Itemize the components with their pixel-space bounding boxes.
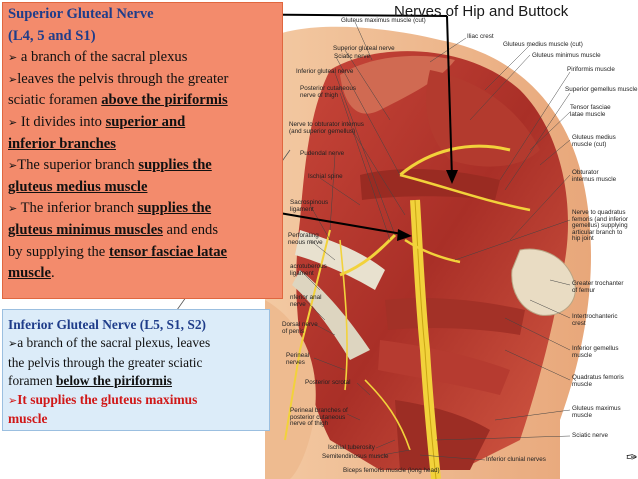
text-line: inferior branches <box>8 135 116 152</box>
label-sciatic-nerve-lower: Sciatic nerve <box>572 432 609 439</box>
label-ischial-tuberosity: Ischial tuberosity <box>328 444 375 451</box>
bullet-line: ➢leaves the pelvis through the greater <box>8 70 229 87</box>
label-gluteus-maximus-cut: Gluteus maximus muscle (cut) <box>341 17 426 24</box>
figure-title: Nerves of Hip and Buttock <box>394 3 569 20</box>
bullet-line: ➢The superior branch supplies the <box>8 157 212 174</box>
label-nerve-to-obturator-internus: Nerve to obturator internus(and superior… <box>289 121 364 135</box>
label-semitendinosus: Semitendinosus muscle <box>322 453 389 460</box>
arrow-bullet-icon: ➢ <box>8 202 18 216</box>
superior-gluteal-title: Superior Gluteal Nerve <box>8 6 154 22</box>
label-iliac-crest: Iliac crest <box>467 33 494 40</box>
label-sciatic-nerve: Sciatic nerve <box>334 53 371 60</box>
bullet-line-highlight: ➢It supplies the gluteus maximus <box>8 391 198 407</box>
inferior-gluteal-title: Inferior Gluteal Nerve (L5, S1, S2) <box>8 317 206 332</box>
text-line-highlight: muscle <box>8 411 48 427</box>
inferior-gluteal-nerve-box: Inferior Gluteal Nerve (L5, S1, S2) ➢a b… <box>2 309 270 431</box>
text-line: gluteus medius muscle <box>8 178 148 195</box>
label-piriformis: Piriformis muscle <box>567 66 615 73</box>
corner-logo-glyph: ✑ <box>626 450 638 466</box>
text-line: sciatic foramen above the piriformis <box>8 92 228 109</box>
superior-gluteal-roots: (L4, 5 and S1) <box>8 27 96 44</box>
label-gluteus-medius-cut: Gluteus medius muscle (cut) <box>503 41 583 48</box>
bullet-line: ➢ The inferior branch supplies the <box>8 200 212 217</box>
label-pudendal-nerve: Pudendal nerve <box>300 150 345 157</box>
text-line: by supplying the tensor fasciae latae <box>8 243 228 260</box>
arrow-bullet-icon: ➢ <box>8 393 18 407</box>
label-inferior-clunial-nerves: Inferior clunial nerves <box>486 456 546 463</box>
bullet-line: ➢ a branch of the sacral plexus <box>8 49 188 66</box>
label-biceps-femoris: Biceps femoris muscle (long head) <box>343 467 440 474</box>
text-line: gluteus minimus muscles and ends <box>8 221 218 238</box>
text-line: foramen below the piriformis <box>8 373 173 389</box>
bullet-line: ➢ It divides into superior and <box>8 113 186 130</box>
arrow-bullet-icon: ➢ <box>8 159 18 173</box>
text-line: muscle. <box>8 265 55 282</box>
bullet-line: ➢a branch of the sacral plexus, leaves <box>8 335 211 351</box>
label-superior-gluteal-nerve: Superior gluteal nerve <box>333 45 395 52</box>
superior-gluteal-nerve-box: Superior Gluteal Nerve (L4, 5 and S1) ➢ … <box>2 2 283 299</box>
text-line: the pelvis through the greater sciatic <box>8 354 203 370</box>
label-posterior-scrotal: Posterior scrotal <box>305 379 351 386</box>
arrow-bullet-icon: ➢ <box>8 115 18 129</box>
label-gluteus-minimus: Gluteus minimus muscle <box>532 52 601 59</box>
label-ischial-spine: Ischial spine <box>308 173 343 180</box>
label-superior-gemellus: Superior gemellus muscle <box>565 86 638 93</box>
arrow-bullet-icon: ➢ <box>8 51 18 65</box>
arrow-bullet-icon: ➢ <box>8 337 18 351</box>
arrow-bullet-icon: ➢ <box>8 72 18 86</box>
label-inferior-gluteal-nerve: Inferior gluteal nerve <box>296 68 354 75</box>
